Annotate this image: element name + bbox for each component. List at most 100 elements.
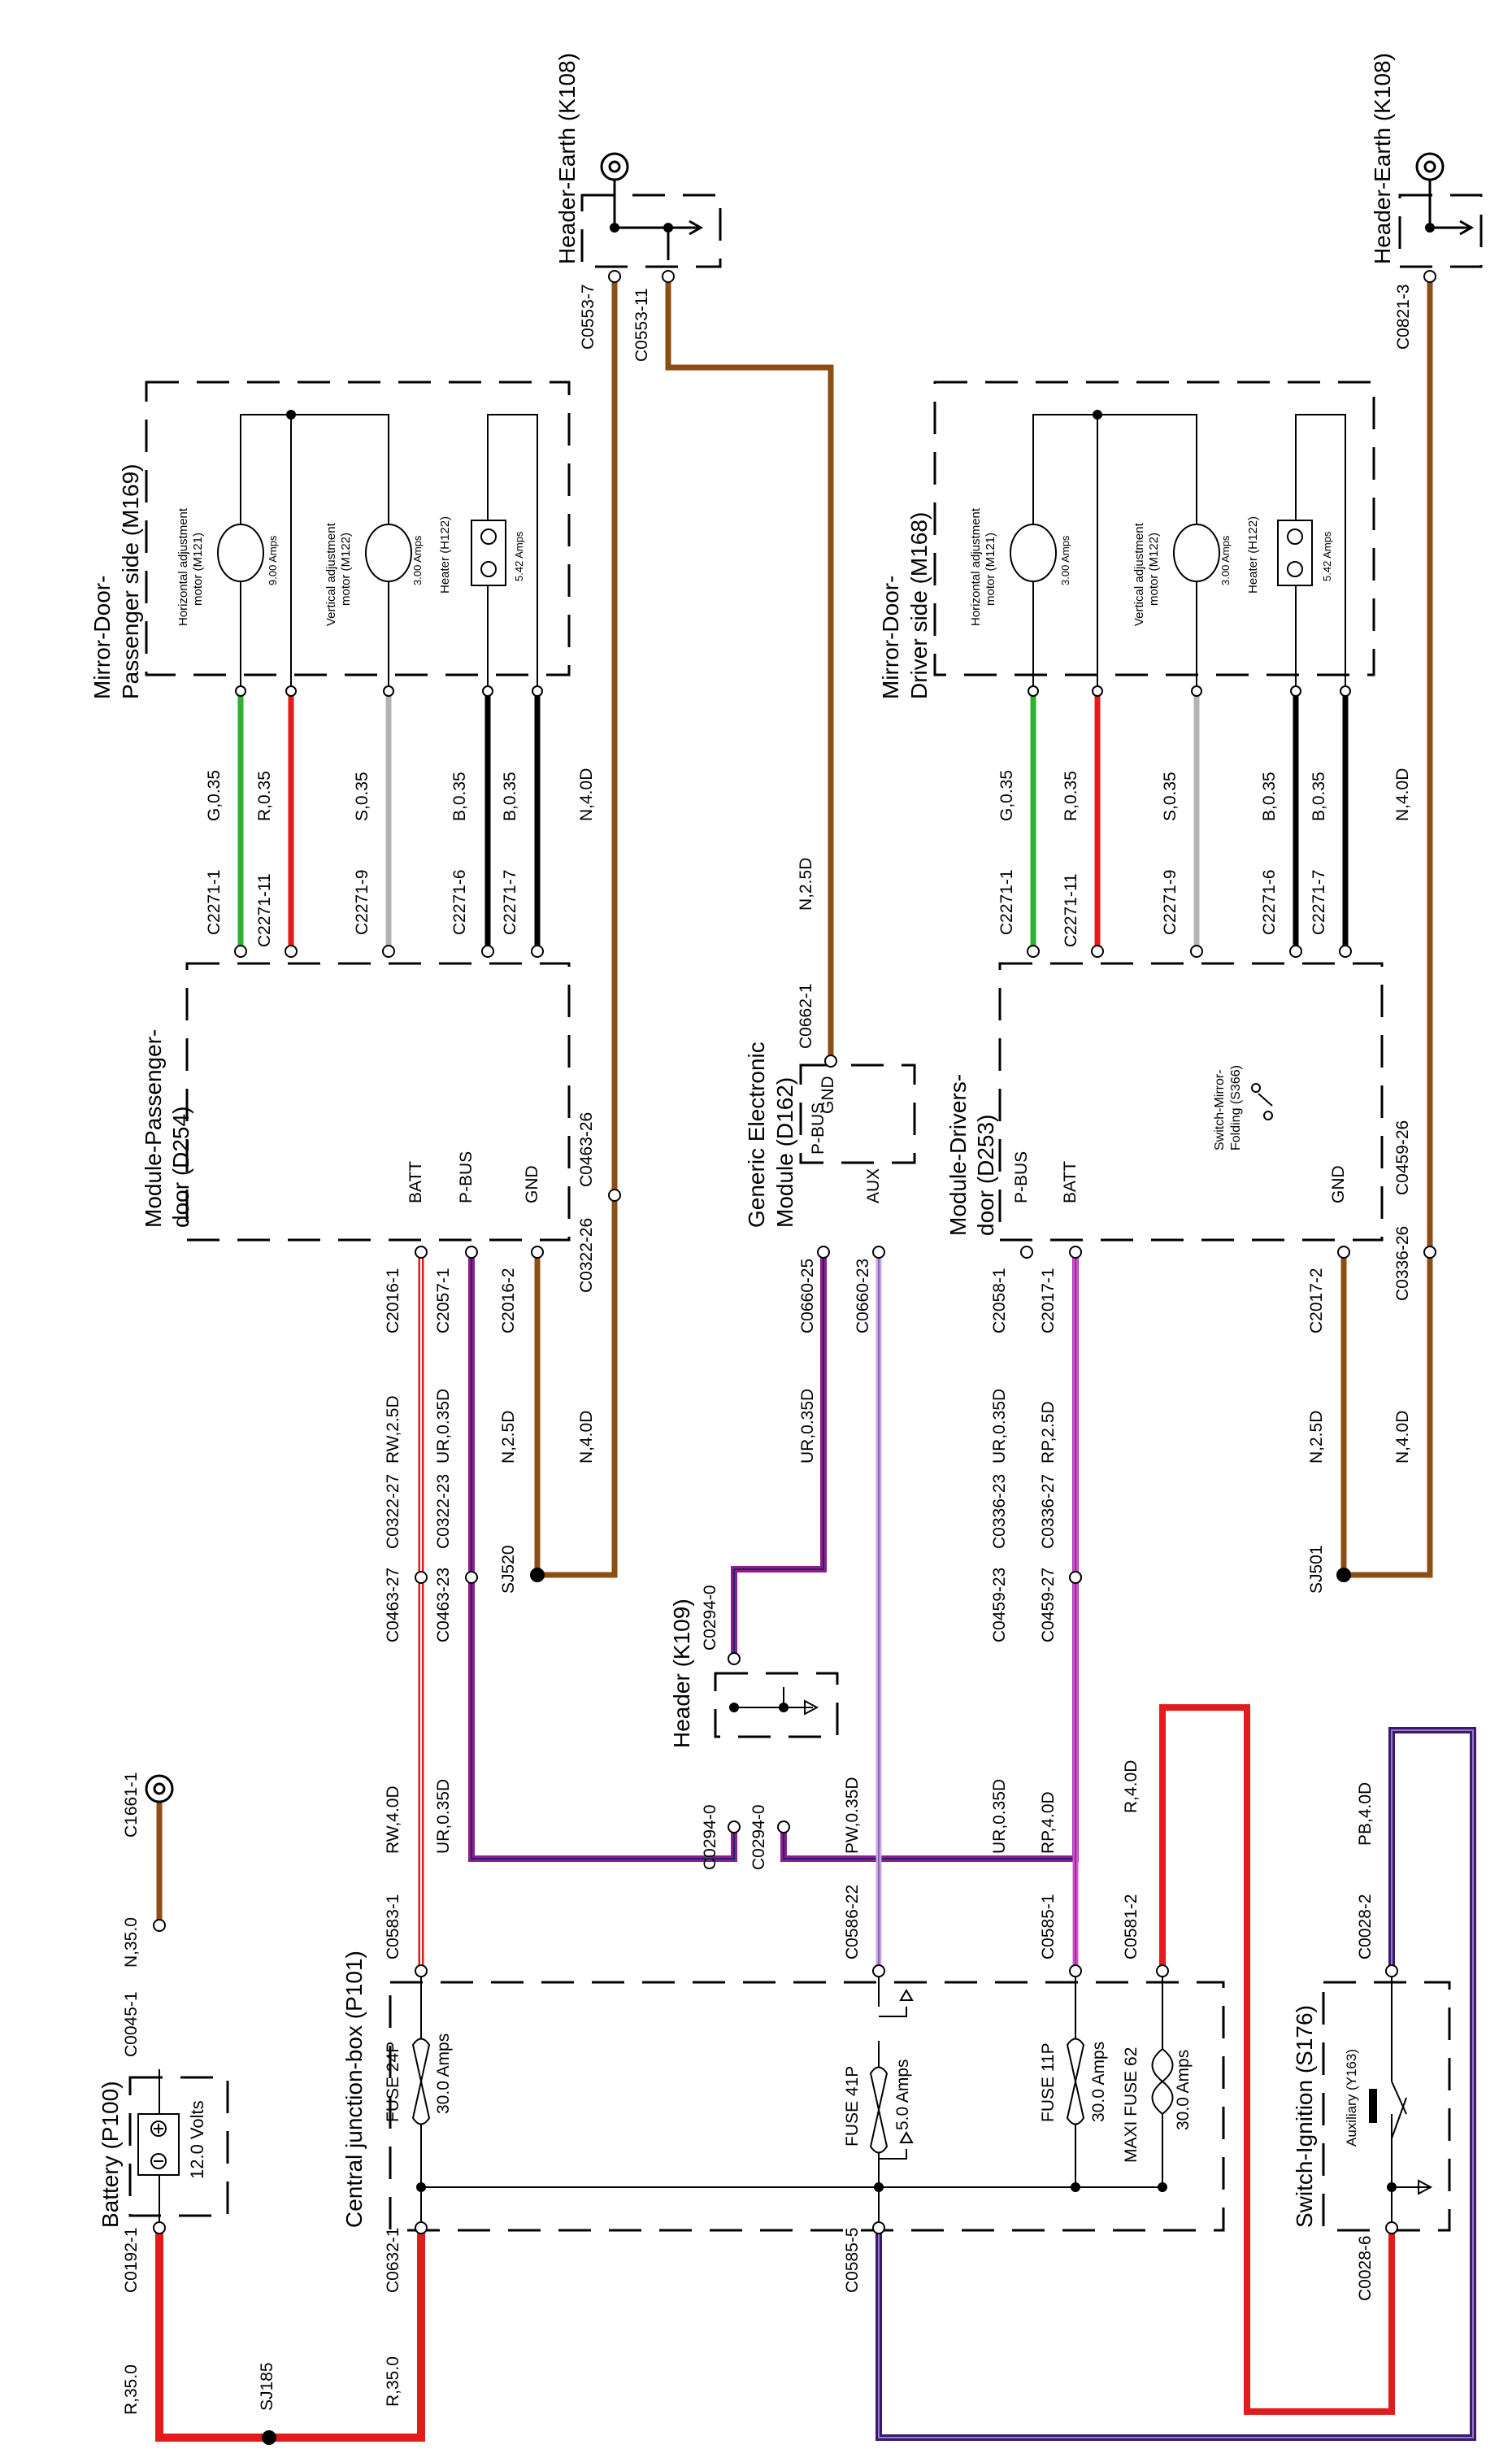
wire-label: S,0.35: [1161, 772, 1180, 821]
conn-label: C0463-23: [434, 1568, 453, 1642]
box-mirror-pass: [145, 381, 571, 676]
box-module-pass: [185, 962, 571, 1242]
conn-label: C2016-1: [384, 1268, 402, 1333]
wire-r4: [1159, 1704, 1395, 2415]
conn-label: C2057-1: [434, 1268, 453, 1333]
wire-label: UR,0.35D: [434, 1779, 453, 1854]
conn-label: C2017-2: [1307, 1268, 1326, 1333]
heater-icon: [471, 414, 1346, 691]
box-header-k109: [714, 1672, 839, 1738]
rating-label: 3.00 Amps: [1059, 535, 1071, 585]
conn-label: C2271-6: [1260, 869, 1279, 935]
heater-label: Heater (H122): [438, 516, 452, 594]
pin-label: AUX: [864, 1168, 883, 1203]
pin-label: GND: [1329, 1165, 1348, 1203]
pin-label: BATT: [1061, 1161, 1080, 1203]
battery-title: Battery (P100): [98, 2081, 123, 2228]
conn-label: C2271-1: [997, 869, 1016, 935]
gem-title: Module (D162): [772, 1077, 797, 1228]
conn-label: C0336-27: [1039, 1474, 1058, 1549]
motor-icon: [217, 414, 1220, 691]
wire-label: N,4.0D: [1393, 1411, 1412, 1464]
conn-label: C0336-26: [1393, 1226, 1412, 1301]
conn-label: C0463-26: [577, 1112, 596, 1187]
conn-label: C0294-0: [701, 1804, 719, 1870]
wire-label: R,0.35: [255, 771, 274, 821]
component-boxes: [128, 194, 1483, 2232]
fuse-label: FUSE 24P: [384, 2042, 402, 2122]
conn-label: C0662-1: [797, 983, 815, 1049]
wire-n25-gem: [665, 276, 834, 1061]
conn-label: C0192-1: [122, 2227, 141, 2293]
splice-label: SJ501: [1307, 1545, 1326, 1594]
wire-ur-drv: [780, 1827, 884, 1862]
mirror-drv-title: Mirror-Door-: [878, 576, 903, 699]
ignition-aux: Auxiliary (Y163): [1344, 2049, 1359, 2147]
pin-label: P-BUS: [457, 1151, 476, 1203]
wire-label: UR,0.35D: [798, 1389, 817, 1464]
conn-label: C0632-1: [384, 2227, 402, 2293]
motor-label: Horizontal adjustment: [176, 507, 190, 626]
conn-label: C2058-1: [990, 1268, 1009, 1333]
mirror-pass-title: Mirror-Door-: [89, 576, 115, 699]
earth-title: Header-Earth (K108): [1370, 53, 1395, 264]
conn-label: C0583-1: [384, 1894, 402, 1960]
conn-label: C0660-25: [798, 1259, 817, 1333]
conn-label: C0028-6: [1356, 2235, 1375, 2301]
fuse-label: MAXI FUSE 62: [1122, 2047, 1141, 2163]
conn-label: C0459-27: [1039, 1568, 1058, 1642]
conn-label: C0336-23: [990, 1474, 1009, 1549]
wire-label: B,0.35: [450, 772, 469, 821]
fuse-icon: [411, 1971, 1174, 2187]
conn-label: C0553-11: [632, 288, 651, 362]
ignition-title: Switch-Ignition (S176): [1292, 2005, 1317, 2228]
rating-label: 3.00 Amps: [411, 535, 424, 585]
switch-mirror-folding-icon: [1251, 1083, 1273, 1120]
box-mirror-drv: [933, 381, 1375, 676]
conn-label: C0660-23: [854, 1259, 872, 1333]
pin-label: P-BUS: [1012, 1151, 1031, 1203]
wire-label: RP,2.5D: [1039, 1401, 1058, 1464]
earth-title: Header-Earth (K108): [554, 53, 580, 264]
wire-n25-drv: [1340, 1252, 1433, 1578]
conn-label: C2271-9: [353, 869, 371, 935]
splice-points: [262, 223, 1435, 2445]
wire-label: UR,0.35D: [990, 1389, 1009, 1464]
wire-label: N,2.5D: [499, 1411, 518, 1464]
motor-label: motor (M122): [1147, 533, 1161, 606]
battery-icon: [137, 2069, 180, 2228]
conn-label: C0553-7: [579, 284, 597, 350]
conn-label: C2271-7: [1310, 869, 1328, 935]
conn-label: C0821-3: [1394, 284, 1413, 350]
wire-label: R,35.0: [122, 2364, 141, 2415]
wire-label: N,4.0D: [577, 1411, 596, 1464]
box-earth-drv: [1398, 194, 1483, 268]
switch-icon: [1369, 1971, 1407, 2228]
wire-label: PB,4.0D: [1356, 1782, 1375, 1846]
conn-label: C0294-0: [701, 1585, 719, 1651]
connector-pins: [153, 270, 1436, 2234]
conn-label: C0322-27: [384, 1474, 402, 1549]
heater-label: Heater (H122): [1246, 516, 1260, 594]
wire-label: B,0.35: [501, 772, 519, 821]
conn-label: C0463-27: [384, 1568, 402, 1642]
wire-label: RW,4.0D: [384, 1786, 402, 1854]
module-pass-title: door (D254): [168, 1107, 193, 1228]
box-gem: [799, 1064, 916, 1164]
conn-label: C2271-1: [205, 869, 224, 935]
motor-label: Horizontal adjustment: [969, 507, 983, 626]
box-cjb: [389, 1981, 1225, 2232]
pin-label: P-BUS: [809, 1103, 828, 1155]
wires: [155, 276, 1476, 2442]
wire-label: N,4.0D: [577, 768, 596, 821]
pin-label: BATT: [406, 1161, 425, 1203]
conn-label: C2271-6: [450, 869, 469, 935]
motor-label: Vertical adjustment: [1132, 522, 1146, 626]
box-earth-pass: [580, 194, 722, 268]
fuse-rating: 30.0 Amps: [1089, 2042, 1108, 2122]
wire-label: N,35.0: [122, 1917, 141, 1968]
conn-label: C2271-11: [255, 873, 274, 947]
conn-label: C2016-2: [499, 1268, 518, 1333]
battery-voltage: 12.0 Volts: [187, 2100, 207, 2179]
rating-label: 9.00 Amps: [267, 535, 279, 585]
